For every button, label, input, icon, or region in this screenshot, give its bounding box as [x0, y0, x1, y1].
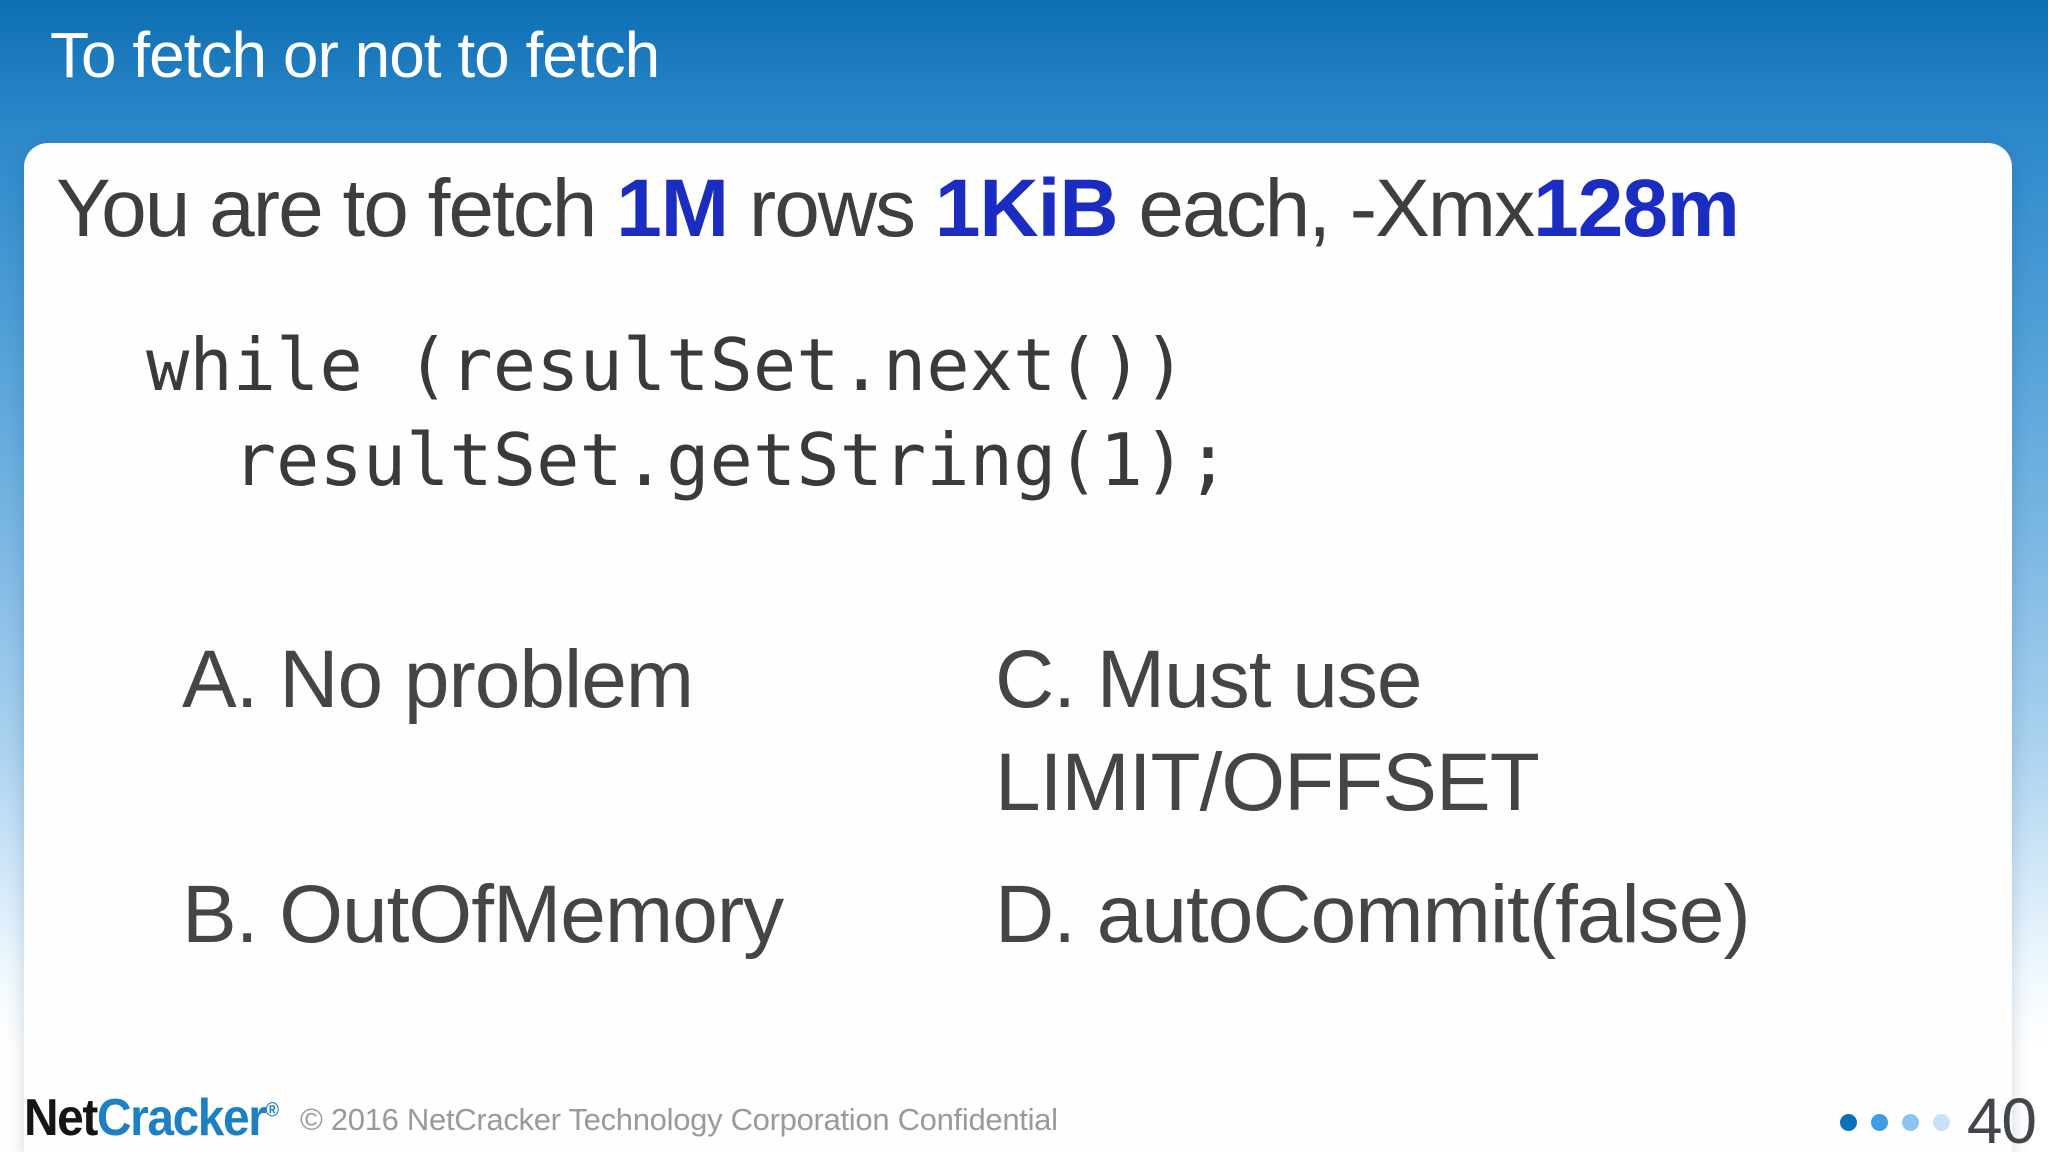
heading-text: rows: [728, 163, 935, 254]
progress-dot: [1902, 1114, 1919, 1131]
heading-text: You are to fetch: [56, 163, 617, 254]
question-heading: You are to fetch 1M rows 1KiB each, -Xmx…: [56, 156, 1996, 262]
progress-dot: [1871, 1114, 1888, 1131]
option-b: B. OutOfMemory: [182, 869, 784, 960]
progress-dot: [1933, 1114, 1950, 1131]
option-a: A. No problem: [182, 634, 694, 725]
netcracker-logo: NetCracker®: [24, 1088, 279, 1148]
option-d: D. autoCommit(false): [995, 869, 1751, 960]
slide-title: To fetch or not to fetch: [50, 19, 660, 91]
slide-progress-dots: [1840, 1114, 1950, 1131]
code-line: while (resultSet.next()): [146, 323, 1187, 407]
progress-dot: [1840, 1114, 1857, 1131]
heading-accent-heap: 128m: [1533, 163, 1740, 254]
heading-accent-rows: 1M: [616, 163, 729, 254]
logo-part-cracker: Cracker: [96, 1089, 267, 1147]
logo-part-net: Net: [24, 1089, 98, 1147]
copyright-text: © 2016 NetCracker Technology Corporation…: [300, 1102, 1058, 1137]
registered-mark-icon: ®: [265, 1099, 280, 1122]
page-number: 40: [1966, 1085, 2037, 1152]
option-c: C. Must use LIMIT/OFFSET: [995, 634, 1540, 828]
answer-options: A. No problem C. Must use LIMIT/OFFSET B…: [182, 628, 1751, 966]
heading-text: each, -Xmx: [1117, 163, 1535, 254]
code-line: resultSet.getString(1);: [146, 418, 1230, 502]
content-card: [24, 143, 2012, 1152]
heading-accent-rowsize: 1KiB: [934, 163, 1119, 254]
code-snippet: while (resultSet.next()) resultSet.getSt…: [146, 318, 1230, 508]
